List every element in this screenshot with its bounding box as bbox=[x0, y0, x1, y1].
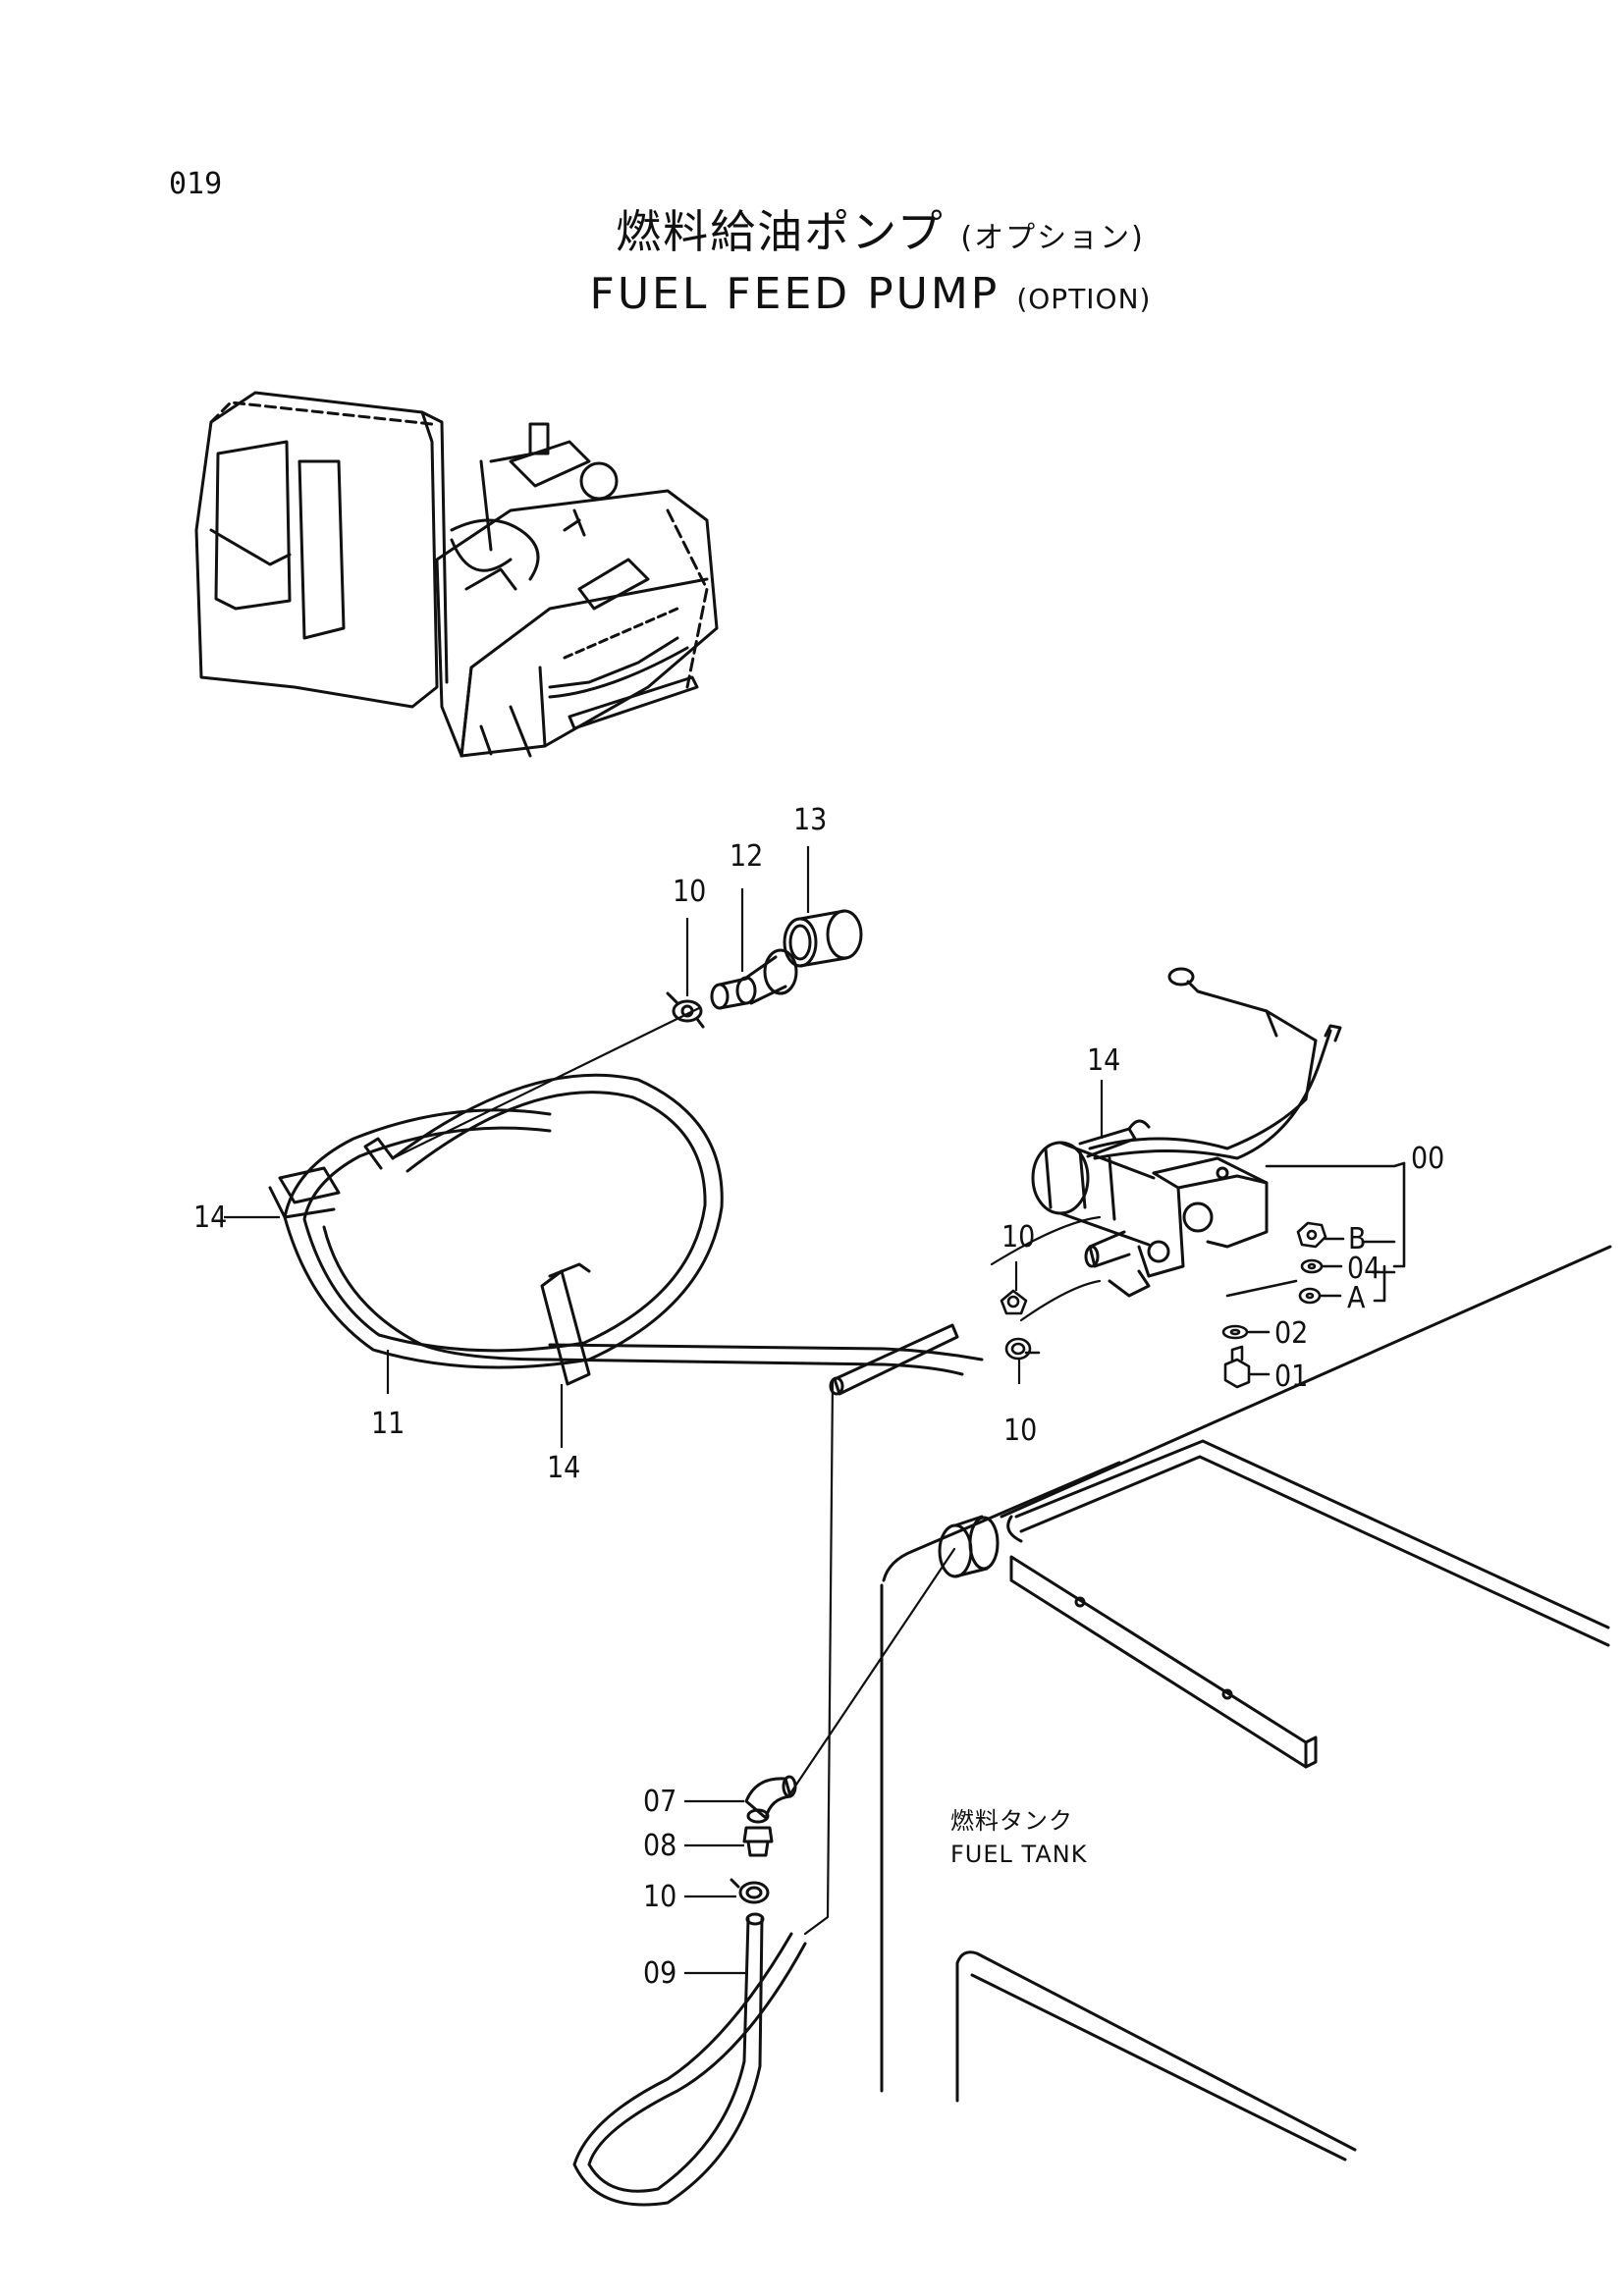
excavator-overview-drawing bbox=[194, 391, 719, 758]
title-japanese: 燃料給油ポンプ (オプション) bbox=[616, 205, 1145, 258]
pump-hardware-drawing bbox=[1221, 1161, 1406, 1389]
callout-12: 12 bbox=[730, 839, 763, 874]
callout-00: 00 bbox=[1411, 1142, 1444, 1176]
page-title: 燃料給油ポンプ (オプション) FUEL FEED PUMP (OPTION) bbox=[0, 196, 1623, 319]
coiled-hose-drawing bbox=[268, 1073, 984, 1396]
callout-B: B bbox=[1348, 1222, 1367, 1256]
callout-14-pump: 14 bbox=[1087, 1043, 1120, 1078]
fuel-pump-drawing bbox=[1031, 967, 1342, 1298]
callout-leaders bbox=[224, 846, 1104, 1975]
callout-14-left: 14 bbox=[193, 1201, 227, 1235]
callout-13: 13 bbox=[793, 803, 827, 837]
callout-A: A bbox=[1347, 1281, 1366, 1315]
fuel-tank-label: 燃料タンク FUEL TANK bbox=[950, 1804, 1087, 1871]
pump-clips-drawing bbox=[1000, 1289, 1041, 1361]
callout-10-pump-upper: 10 bbox=[1001, 1220, 1035, 1255]
callout-07: 07 bbox=[643, 1785, 676, 1819]
leader-lines bbox=[391, 1006, 1102, 1936]
top-fittings-drawing bbox=[666, 909, 863, 1029]
callout-09: 09 bbox=[643, 1956, 676, 1991]
fuel-tank-drawing bbox=[880, 1245, 1612, 2162]
callout-10-bottom: 10 bbox=[643, 1880, 676, 1914]
callout-02: 02 bbox=[1274, 1316, 1308, 1351]
callout-10-pump-lower: 10 bbox=[1003, 1414, 1037, 1448]
callout-14-bottom: 14 bbox=[547, 1451, 580, 1485]
title-english: FUEL FEED PUMP (OPTION) bbox=[589, 269, 1152, 319]
callout-10-top: 10 bbox=[673, 875, 706, 909]
page-number: 019 bbox=[169, 167, 223, 201]
callout-04: 04 bbox=[1347, 1252, 1380, 1286]
fuel-tank-label-jp: 燃料タンク bbox=[950, 1807, 1073, 1835]
callout-11: 11 bbox=[371, 1407, 405, 1441]
callout-08: 08 bbox=[643, 1829, 676, 1863]
fuel-tank-label-en: FUEL TANK bbox=[950, 1841, 1088, 1868]
callout-01: 01 bbox=[1274, 1360, 1308, 1394]
lower-fittings-drawing bbox=[572, 1515, 1000, 2207]
